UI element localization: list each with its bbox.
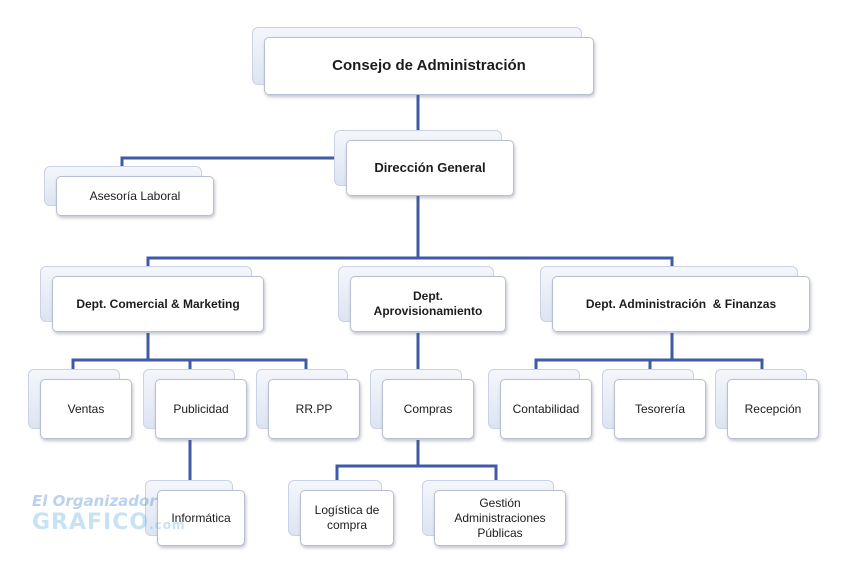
node-rrpp[interactable]: RR.PP [256, 369, 360, 439]
node-asesoria-laboral-label: Asesoría Laboral [56, 176, 214, 216]
node-asesoria-laboral[interactable]: Asesoría Laboral [44, 166, 214, 216]
node-ventas[interactable]: Ventas [28, 369, 132, 439]
node-logistica[interactable]: Logística de compra [288, 480, 394, 546]
node-dept-comercial-label: Dept. Comercial & Marketing [52, 276, 264, 332]
node-dept-aprovisionamiento-line1: Dept. [413, 289, 443, 303]
node-dept-comercial[interactable]: Dept. Comercial & Marketing [40, 266, 264, 332]
watermark-line1: El Organizador [32, 492, 157, 510]
node-direccion-general[interactable]: Dirección General [334, 130, 514, 196]
node-direccion-general-label: Dirección General [346, 140, 514, 196]
node-logistica-label: Logística de compra [300, 490, 394, 546]
node-dept-administracion-label: Dept. Administración & Finanzas [552, 276, 810, 332]
node-publicidad[interactable]: Publicidad [143, 369, 247, 439]
node-informatica[interactable]: Informática [145, 480, 245, 546]
node-gestion-line2: Administraciones [454, 510, 546, 525]
node-logistica-line2: compra [326, 518, 367, 532]
node-dept-aprovisionamiento[interactable]: Dept. Aprovisionamiento [338, 266, 506, 332]
node-gestion-label: Gestión Administraciones Públicas [434, 490, 566, 546]
node-consejo-label: Consejo de Administración [264, 37, 594, 95]
node-contabilidad[interactable]: Contabilidad [488, 369, 592, 439]
node-dept-aprovisionamiento-line2: Aprovisionamiento [373, 304, 483, 318]
connector-compras-bar [335, 464, 498, 484]
watermark-line2-main: GRAFICO [32, 510, 150, 535]
watermark-logo: El Organizador GRAFICO.com [28, 488, 185, 548]
node-contabilidad-label: Contabilidad [500, 379, 592, 439]
node-ventas-label: Ventas [40, 379, 132, 439]
node-compras-label: Compras [382, 379, 474, 439]
watermark-line2-suffix: .com [149, 518, 186, 532]
node-informatica-label: Informática [157, 490, 245, 546]
node-tesoreria[interactable]: Tesorería [602, 369, 706, 439]
node-rrpp-label: RR.PP [268, 379, 360, 439]
node-recepcion[interactable]: Recepción [715, 369, 819, 439]
node-gestion[interactable]: Gestión Administraciones Públicas [422, 480, 566, 546]
node-gestion-line3: Públicas [477, 525, 523, 540]
node-consejo[interactable]: Consejo de Administración [252, 27, 594, 95]
node-publicidad-label: Publicidad [155, 379, 247, 439]
connector-dept-bar [146, 256, 674, 270]
node-recepcion-label: Recepción [727, 379, 819, 439]
node-dept-aprovisionamiento-label: Dept. Aprovisionamiento [350, 276, 506, 332]
node-gestion-line1: Gestión [479, 495, 521, 510]
node-tesoreria-label: Tesorería [614, 379, 706, 439]
watermark-line2: GRAFICO.com [32, 510, 186, 535]
node-compras[interactable]: Compras [370, 369, 474, 439]
node-dept-administracion[interactable]: Dept. Administración & Finanzas [540, 266, 810, 332]
node-logistica-line1: Logística de [314, 503, 380, 517]
